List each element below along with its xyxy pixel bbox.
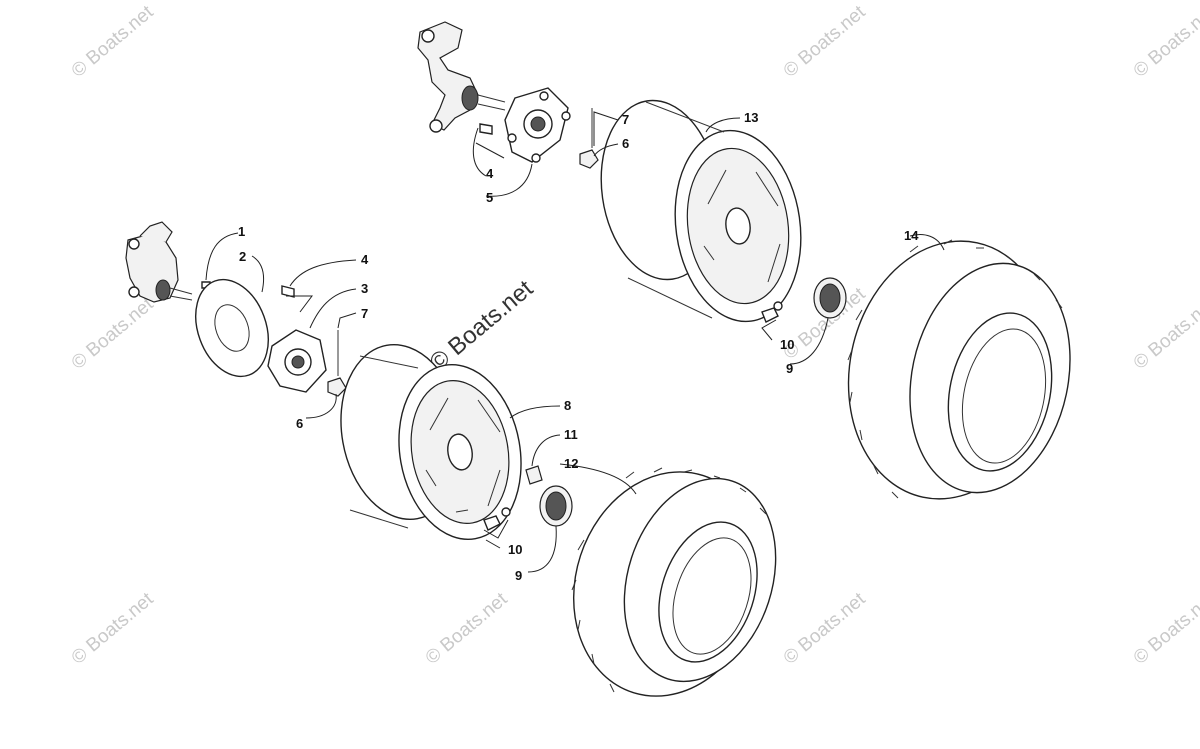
callout-7: 7 [622,112,629,127]
rear-wheel-rim [600,99,802,323]
callout-layer: 1 2 3 4 7 6 8 11 12 10 9 4 5 7 6 13 10 9… [238,110,919,583]
watermark: © Boats.net [68,1,158,82]
callout-3: 3 [361,281,368,296]
callout-8: 8 [564,398,571,413]
upper-knuckle-assembly [417,21,599,169]
watermark: © Boats.net [68,588,158,669]
callout-9: 9 [515,568,522,583]
callout-14: 14 [904,228,919,243]
callout-5: 5 [486,190,493,205]
leader-lines [205,111,945,573]
watermark: © Boats.net [422,588,512,669]
watermark: © Boats.net [1130,1,1200,82]
watermark: © Boats.net [780,1,870,82]
front-wheel-rim [340,344,522,540]
rear-tire [847,239,1071,500]
callout-11: 11 [564,427,578,442]
front-tire [571,467,777,697]
center-watermark: © Boats.net [425,275,539,377]
callout-6: 6 [622,136,629,151]
watermark: © Boats.net [68,293,158,374]
callout-10: 10 [780,337,794,352]
callout-4: 4 [361,252,369,267]
watermark: © Boats.net [1130,588,1200,669]
lower-knuckle-assembly [125,221,347,397]
callout-1: 1 [238,224,245,239]
callout-7: 7 [361,306,368,321]
front-wheel-hardware [483,465,573,531]
callout-2: 2 [239,249,246,264]
watermark: © Boats.net [1130,293,1200,374]
callout-13: 13 [744,110,758,125]
callout-4: 4 [486,166,494,181]
callout-9: 9 [786,361,793,376]
callout-6: 6 [296,416,303,431]
rear-wheel-hardware [761,277,847,323]
callout-12: 12 [564,456,578,471]
callout-10: 10 [508,542,522,557]
watermark: © Boats.net [780,588,870,669]
